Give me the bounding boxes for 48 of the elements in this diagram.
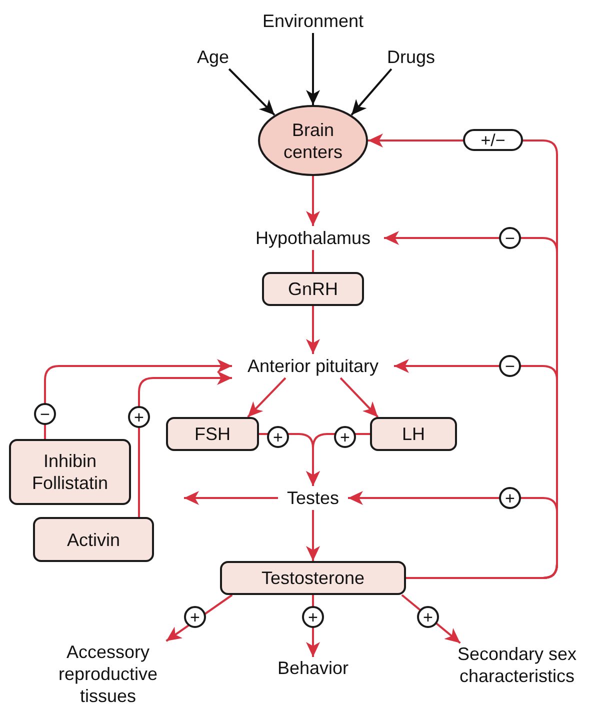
arrow	[138, 371, 232, 517]
edge-label: −	[34, 403, 56, 425]
node-label: Testes	[278, 486, 348, 510]
edge-label: −	[499, 227, 521, 249]
arrow	[348, 491, 558, 579]
arrow	[340, 377, 379, 418]
edge-label: +	[267, 426, 289, 448]
node-label: Drugs	[383, 45, 439, 69]
process-box	[166, 417, 259, 451]
arrow	[350, 68, 392, 116]
process-box	[220, 561, 406, 595]
edge-label: +	[302, 606, 324, 628]
arrow	[184, 491, 278, 505]
node-label: Hypothalamus	[242, 226, 384, 250]
node-label: GnRH	[288, 278, 338, 300]
edge-label: −	[499, 355, 521, 377]
arrow	[306, 306, 320, 354]
edge-label: +	[184, 606, 206, 628]
process-box	[262, 272, 364, 306]
arrow	[306, 510, 320, 561]
ellipse-node	[258, 105, 368, 176]
node-label: Environment	[253, 9, 373, 33]
node-label: Anterior pituitary	[232, 354, 394, 378]
node-label: Age	[190, 45, 236, 69]
arrow	[306, 433, 370, 486]
node-label: Secondary sex characteristics	[446, 643, 588, 687]
process-box	[9, 439, 131, 505]
node-label: Accessory reproductive tissues	[46, 641, 170, 707]
node-label: Activin	[66, 528, 120, 550]
node-label: FSH	[194, 423, 230, 445]
edge-label: +	[334, 426, 356, 448]
arrow	[306, 33, 320, 105]
process-box	[370, 417, 457, 451]
node-label: Behavior	[268, 657, 358, 679]
edge-label: +	[128, 406, 150, 428]
node-label: Inhibin Follistatin	[30, 450, 110, 494]
arrow	[228, 68, 276, 116]
edge-label: +	[417, 606, 439, 628]
node-label: Testosterone	[261, 567, 365, 589]
node-label: LH	[402, 423, 425, 445]
process-box	[33, 517, 154, 562]
arrow	[401, 594, 461, 644]
edge-label: +	[499, 487, 521, 509]
edge-label: +/−	[463, 129, 523, 151]
arrow	[306, 176, 320, 226]
arrow	[247, 377, 286, 418]
node-label: Brain centers	[282, 118, 344, 162]
arrow	[166, 594, 233, 642]
